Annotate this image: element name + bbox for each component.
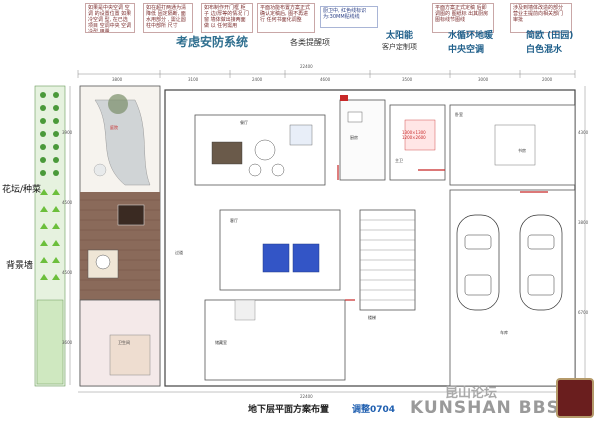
custom-item-style: 简欧 (田园) [526,31,574,41]
custom-item-central-ac: 中央空调 [448,45,485,55]
watermark-site: KUNSHAN BBS [410,398,560,418]
dimension-lines [69,70,586,393]
dim-right-seg-3: 6700 [578,310,589,315]
note-plan-kitchen: 平面方案正式定稿 后即调图的 图纸标 出其厨房图标线节图线 [432,3,494,33]
note-ac: 如果是中央空调 空调 的设置位置 如果冷空调 型, 在已选项目 空调中央 空调 … [85,3,135,33]
room-label-toilet: 卫生间 [118,340,130,345]
back-wall-label: 背景墙 [6,261,34,271]
room-label-courtyard: 庭院 [110,125,118,130]
revision-tag: 调整0704 [352,405,396,415]
dim-right-seg-1: 4300 [578,130,589,135]
dim-top-seg-1: 3800 [112,77,123,82]
car-2 [519,214,563,311]
room-label-kitchen: 厨房 [350,135,358,140]
room-label-storage: 储藏室 [215,340,227,345]
dim-top-seg-5: 3500 [402,77,413,82]
dim-top-seg-3: 2400 [252,77,263,82]
custom-item-white-water: 白色混水 [526,45,563,55]
courtyard-tree [108,94,128,114]
kitchen [339,99,386,181]
room-label-study: 书房 [518,148,526,153]
wall-size-text: 1300×1300 1200×2600 [402,130,426,140]
stone-path [94,99,151,186]
game-table-1 [262,243,290,273]
room-label-stairs: 楼梯 [368,315,376,320]
note-kitchen-line: 厨卫中, 红色线标识为:30MM贴线线 [320,6,378,28]
room-label-garage: 车库 [500,330,508,335]
garden-plants [40,92,59,176]
custom-heading: 客户定制项 [382,43,417,51]
watermark-forum: 昆山论坛 [445,386,498,401]
dim-left-seg-2: 4500 [62,200,73,205]
dim-left-seg-3: 4500 [62,270,73,275]
room-label-corridor: 过道 [175,250,183,255]
dim-left-seg-1: 3900 [62,130,73,135]
dim-top-seg-6: 3000 [478,77,489,82]
garden-shrubs [40,189,60,280]
deck-table [117,204,145,226]
room-label-living: 客厅 [230,218,238,223]
note-partition: 如在超打两通为清降低 固定隔断, 面水用部分 , 需让圆柱中部所 尺寸 [143,3,193,33]
dim-top-total: 22400 [300,64,313,69]
plan-title: 地下层平面方案布置 [248,405,330,415]
note-plan-final: 平面功能布置方案正式 确认定稿后, 图不再进行 任何书面化调整 [257,3,315,33]
car-1 [456,214,500,311]
flower-bed-label: 花坛/种菜 [2,185,42,195]
dim-bottom-total: 22400 [300,394,313,399]
custom-item-floor-heating: 水循环地暖 [448,31,494,41]
room-label-dining: 餐厅 [240,120,248,125]
dim-top-seg-7: 2000 [542,77,553,82]
note-doorframe: 如布制作开门框 柜子 边/厚等的情况 门窗 墙体做出接两面做 以 任何需用 [201,3,253,33]
custom-item-solar: 太阳能 [386,31,414,41]
game-table-2 [292,243,320,273]
watermark-logo [556,378,594,418]
dim-left-seg-4: 3600 [62,340,73,345]
item-heading: 各类提醒项 [290,38,330,47]
room-label-bedroom: 卧室 [455,112,463,117]
system-title: 考虑安防系统 [176,35,249,49]
room-label-master-bath: 主卫 [395,158,403,163]
dim-top-seg-2: 3100 [188,77,199,82]
note-wall-approval: 涉及到墙体改造的部分 营业主提前向相关部门 审批 [510,3,572,33]
dim-right-seg-2: 3800 [578,220,589,225]
dim-top-seg-4: 4600 [320,77,331,82]
